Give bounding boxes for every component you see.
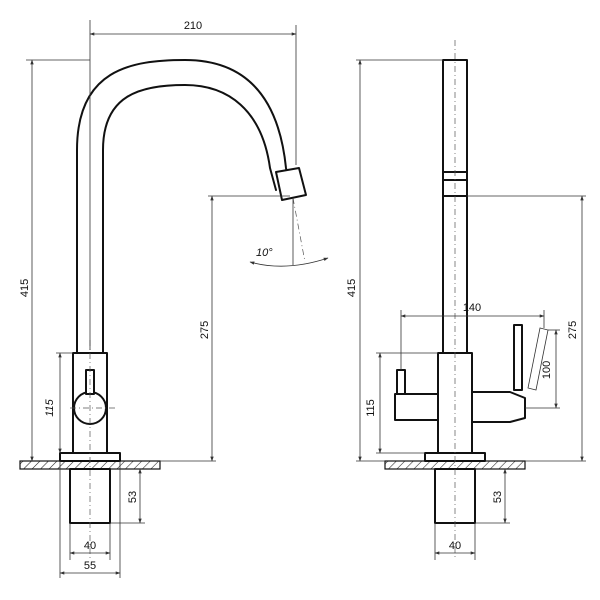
front-label-115: 115 bbox=[44, 398, 56, 416]
front-label-210: 210 bbox=[184, 20, 202, 32]
side-left-lever bbox=[396, 369, 406, 395]
front-label-10deg: 10° bbox=[256, 247, 273, 259]
side-label-40: 40 bbox=[449, 540, 461, 552]
front-label-275: 275 bbox=[199, 321, 211, 339]
side-label-140: 140 bbox=[463, 302, 481, 314]
front-angle-arc bbox=[249, 257, 329, 267]
side-label-415: 415 bbox=[346, 279, 358, 297]
side-label-275: 275 bbox=[567, 321, 579, 339]
side-view: 415 275 140 100 115 53 40 bbox=[346, 40, 586, 560]
side-lever-tilted bbox=[527, 327, 549, 391]
front-spout bbox=[76, 59, 291, 354]
front-label-40: 40 bbox=[84, 540, 96, 552]
front-aerator bbox=[275, 167, 307, 201]
side-label-115: 115 bbox=[365, 399, 377, 417]
front-label-415: 415 bbox=[19, 279, 31, 297]
front-jet-line bbox=[292, 197, 306, 263]
front-spout-inner bbox=[102, 84, 277, 354]
front-label-55: 55 bbox=[84, 560, 96, 572]
side-left-handle bbox=[394, 393, 439, 421]
side-label-100: 100 bbox=[541, 361, 553, 379]
side-right-handle bbox=[471, 391, 526, 423]
front-view: 210 415 275 115 53 40 55 10° bbox=[19, 20, 329, 578]
side-right-lever bbox=[513, 324, 523, 391]
front-label-53: 53 bbox=[127, 491, 139, 503]
side-label-53: 53 bbox=[492, 491, 504, 503]
